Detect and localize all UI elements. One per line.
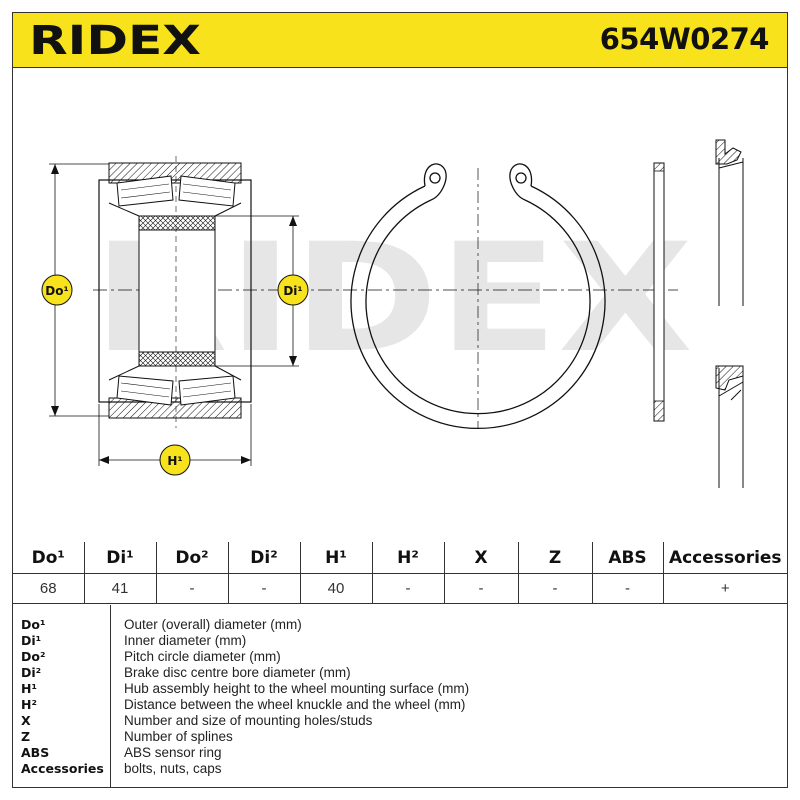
header-di1: Di¹ <box>83 542 157 574</box>
value-accessories: + <box>662 573 787 604</box>
header-di2: Di² <box>227 542 301 574</box>
header-h1: H¹ <box>299 542 373 574</box>
value-h2: - <box>371 573 445 604</box>
value-do1: 68 <box>13 573 85 604</box>
circlip <box>350 163 606 430</box>
value-di2: - <box>227 573 301 604</box>
part-number: 654W0274 <box>599 22 770 56</box>
header-x: X <box>443 542 519 574</box>
bearing-section <box>98 156 252 428</box>
spec-header-row: Do¹ Di¹ Do² Di² H¹ H² X Z ABS Accessorie… <box>13 542 787 574</box>
value-x: - <box>443 573 519 604</box>
spec-value-row: 68 41 - - 40 - - - - + <box>13 573 787 604</box>
value-h1: 40 <box>299 573 373 604</box>
header-do2: Do² <box>155 542 229 574</box>
do-label: Do¹ <box>45 284 68 298</box>
value-z: - <box>517 573 593 604</box>
header-accessories: Accessories <box>662 542 787 574</box>
value-do2: - <box>155 573 229 604</box>
value-abs: - <box>591 573 664 604</box>
h-badge <box>159 444 191 476</box>
header-z: Z <box>517 542 593 574</box>
technical-drawing: RIDEX <box>41 139 744 488</box>
do-badge <box>41 274 73 306</box>
ridex-logo: RIDEX <box>29 19 201 61</box>
product-sheet: RIDEX 654W0274 RIDEX <box>12 12 788 788</box>
header-abs: ABS <box>591 542 664 574</box>
header-h2: H² <box>371 542 445 574</box>
spec-table: Do¹ Di¹ Do² Di² H¹ H² X Z ABS Accessorie… <box>13 542 787 604</box>
seal-detail <box>715 139 744 488</box>
h-label: H¹ <box>167 454 182 468</box>
value-di1: 41 <box>83 573 157 604</box>
circlip-profile <box>653 162 665 422</box>
logo-text: RIDEX <box>29 19 201 61</box>
di-badge <box>277 274 309 306</box>
legend-divider <box>110 605 111 787</box>
header-bar: RIDEX 654W0274 <box>13 13 787 68</box>
header-do1: Do¹ <box>13 542 85 574</box>
di-label: Di¹ <box>283 284 302 298</box>
